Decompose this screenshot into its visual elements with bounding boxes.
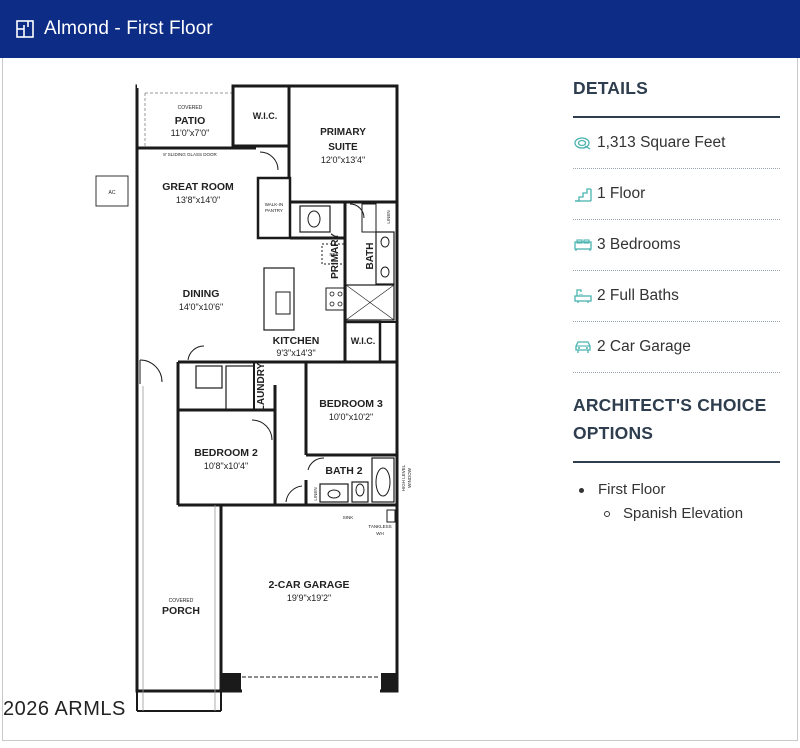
bath-icon [574,287,594,305]
kitchen-label: KITCHEN [273,335,320,347]
sliding-door-note: 8' SLIDING GLASS DOOR [163,152,217,157]
high-window-label-2: WINDOW [407,467,412,487]
bedroom2-label: BEDROOM 2 [194,447,258,459]
bedroom2-size: 10'8"x10'4" [204,461,248,471]
option-item: First Floor [579,481,780,498]
detail-row-bedrooms: 3 Bedrooms [573,220,780,271]
page-title: Almond - First Floor [44,18,213,39]
patio-qualifier: COVERED [178,105,203,111]
primary-suite-size: 12'0"x13'4" [321,155,365,165]
options-heading-line1: ARCHITECT'S CHOICE [573,395,767,415]
option-subitem: Spanish Elevation [604,505,780,522]
option-subitem-text: Spanish Elevation [623,505,744,522]
tankless-label-2: WH [376,531,384,536]
dining-size: 14'0"x10'6" [179,302,223,312]
bedroom3-size: 10'0"x10'2" [329,412,373,422]
bed-icon [574,236,594,254]
porch-label: PORCH [162,605,200,617]
floorplan-drawing: AC [95,84,412,712]
patio-size: 11'0"x7'0" [171,128,210,138]
page-header: Almond - First Floor [0,0,800,58]
garage-size: 19'9"x19'2" [287,593,331,603]
floorplan-icon [14,18,36,40]
pantry-label-2: PANTRY [265,208,283,213]
bath2-label: BATH 2 [325,465,362,477]
options-divider [573,461,780,463]
options-heading: ARCHITECT'S CHOICE OPTIONS [573,391,780,447]
detail-text-area: 1,313 Square Feet [597,134,726,151]
stairs-icon [574,185,594,203]
sink-label: SINK [343,515,354,520]
primary-suite-label-2: SUITE [328,142,358,153]
details-heading: DETAILS [573,78,648,98]
circle-bullet-icon [604,511,610,518]
garage-label: 2-CAR GARAGE [268,579,349,591]
details-divider [573,116,780,118]
copyright-watermark: 2026 ARMLS [3,698,126,720]
kitchen-size: 9'3"x14'3" [276,348,315,358]
tankless-label-1: TANKLESS [368,524,391,529]
primary-suite-label-1: PRIMARY [320,127,366,138]
high-window-label-1: HIGH LEVEL [401,464,406,491]
detail-text-garage: 2 Car Garage [597,338,691,355]
porch-qualifier: COVERED [169,598,194,604]
options-heading-line2: OPTIONS [573,423,654,443]
area-icon [574,134,594,152]
detail-row-baths: 2 Full Baths [573,271,780,322]
laundry-label: LAUNDRY [256,362,267,411]
pantry-label-1: WALK-IN [265,202,284,207]
ac-label: AC [109,190,116,196]
detail-row-garage: 2 Car Garage [573,322,780,373]
linen2-label: LINEN [313,487,318,500]
detail-text-baths: 2 Full Baths [597,287,679,304]
detail-row-area: 1,313 Square Feet [573,118,780,169]
great-room-size: 13'8"x14'0" [176,195,220,205]
detail-text-bedrooms: 3 Bedrooms [597,236,681,253]
detail-text-floors: 1 Floor [597,185,646,202]
great-room-label: GREAT ROOM [162,181,234,193]
primary-bath-label-2: BATH [365,242,376,269]
refrigerator-label: REF [330,252,339,257]
option-text: First Floor [598,481,666,498]
floorplan-image: AC [0,58,560,743]
wic-bath-label: W.I.C. [351,336,376,346]
bedroom3-label: BEDROOM 3 [319,398,383,410]
detail-row-floors: 1 Floor [573,169,780,220]
linen-label: LINEN [386,210,391,223]
patio-label: PATIO [175,115,206,127]
dining-label: DINING [183,288,220,300]
details-panel: DETAILS 1,313 Square Feet 1 Floor 3 Bedr… [573,58,780,522]
primary-bath-label-1: PRIMARY [330,233,341,279]
options-list: First Floor Spanish Elevation [573,481,780,522]
content-frame [2,58,798,741]
wic-primary-label: W.I.C. [253,111,278,121]
car-icon [574,338,594,356]
bullet-icon [579,487,584,493]
